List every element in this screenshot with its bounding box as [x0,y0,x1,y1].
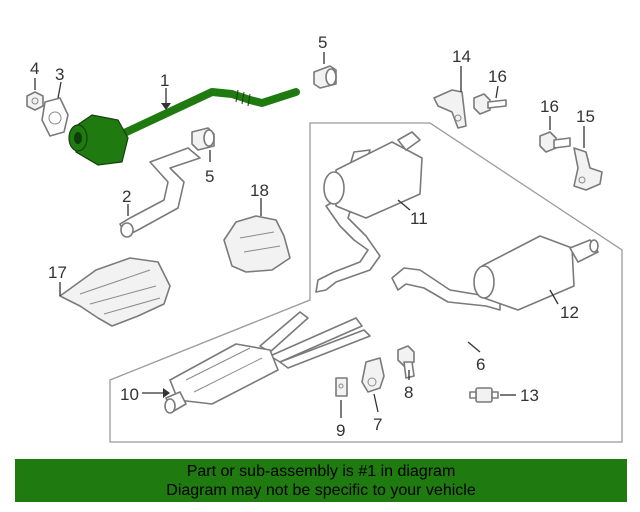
assembly-6-boundary [109,122,623,443]
gasket-part-3[interactable] [41,97,69,137]
bolt-head [473,93,491,115]
leader-12 [549,289,559,305]
bolt-part-16-upper[interactable] [473,93,507,115]
hanger-part-7[interactable] [361,357,385,393]
nut-part-4[interactable] [26,91,44,111]
leader-16-upper [495,85,499,99]
clamp-part-5-lower[interactable] [191,127,215,151]
resonator-outlet-end [164,398,176,414]
heat-shield-shape [223,215,291,273]
bracket-hole [338,383,344,389]
leader-11 [397,199,411,211]
resonator-ribs [185,347,263,393]
heat-shield-ribs [239,231,281,253]
bracket-part-14[interactable] [433,89,467,129]
callout-1[interactable]: 1 [160,71,169,90]
nut-hole [31,97,39,105]
leader-10-arrow [163,388,170,398]
flex-joint-bellows [235,89,251,107]
rear-muffler-part-12[interactable] [391,235,599,311]
callout-2[interactable]: 2 [122,187,131,206]
bracket-shape [335,377,348,397]
clamp-opening [203,129,215,147]
banner-line-2: Diagram may not be specific to your vehi… [166,481,476,499]
heat-shield-ribs [79,269,161,315]
callout-9[interactable]: 9 [336,421,345,440]
gasket-shape [41,97,69,137]
isolator-body [475,387,493,403]
bolt-shank [553,137,571,149]
resonator-inlet-pipe-c [279,329,371,369]
heat-shield-part-18[interactable] [223,215,291,273]
callout-12[interactable]: 12 [560,303,579,322]
callout-13[interactable]: 13 [520,386,539,405]
catalytic-converter-pipe [116,88,300,139]
rear-muffler-inlet-pipe [391,267,501,311]
bolt-part-8[interactable] [397,345,415,379]
callout-18[interactable]: 18 [250,181,269,200]
hanger-hole [367,377,377,387]
front-pipe-end [120,222,134,238]
center-muffler-inlet-pipe [315,149,381,293]
bracket-hole [454,114,462,122]
bracket-part-9[interactable] [335,377,348,397]
heat-shield-shape [59,257,171,327]
rear-muffler-inlet-end [473,265,495,299]
callout-5-lower[interactable]: 5 [205,167,214,186]
callout-15[interactable]: 15 [576,107,595,126]
callout-10[interactable]: 10 [120,385,139,404]
hanger-bracket-part-15[interactable] [573,147,603,191]
bolt-part-16-lower[interactable] [539,131,571,153]
isolator-part-13[interactable] [469,387,499,403]
callout-5-top[interactable]: 5 [318,33,327,52]
leader-6 [467,341,481,353]
callout-7[interactable]: 7 [373,415,382,434]
front-pipe-shape [119,147,201,237]
bolt-shank [487,99,507,109]
banner-line-1: Part or sub-assembly is #1 in diagram [186,462,456,480]
isolator-studs [469,391,499,399]
callout-14[interactable]: 14 [452,47,471,66]
clamp-part-5-top[interactable] [313,65,337,89]
gasket-hole [48,111,62,125]
callout-16-lower[interactable]: 16 [540,97,559,116]
catalytic-converter-body [72,114,129,166]
center-muffler-inlet-end [323,171,345,205]
rear-muffler-tailpipe-end [589,239,599,253]
resonator-body [169,343,279,405]
leader-3 [57,81,62,99]
heat-shield-part-17[interactable] [59,257,171,327]
leader-lines [34,52,585,418]
bolt-head [397,345,415,367]
resonator-pipe-part-10[interactable] [164,311,371,414]
callout-6[interactable]: 6 [476,355,485,374]
hanger-bracket-hole [578,176,586,184]
callout-11[interactable]: 11 [410,209,428,228]
hanger-shape [361,357,385,393]
callout-4[interactable]: 4 [30,59,39,78]
bracket-shape [433,89,467,129]
center-muffler-outlet [397,131,421,151]
hanger-bracket-shape [573,147,603,191]
center-muffler-body [335,141,423,219]
callout-16-upper[interactable]: 16 [488,67,507,86]
callout-8[interactable]: 8 [404,383,413,402]
resonator-inlet-pipe-b [269,317,363,363]
clamp-opening [325,68,337,86]
rear-muffler-body [481,235,575,311]
catalytic-converter-outlet [74,132,82,144]
leader-7 [373,393,379,413]
disclaimer-banner: Part or sub-assembly is #1 in diagram Di… [15,459,627,502]
center-muffler-part-11[interactable] [315,131,423,293]
catalytic-converter-part-1[interactable] [68,88,300,166]
nut-shape [26,91,44,111]
leader-1-arrow [161,103,171,110]
callout-17[interactable]: 17 [48,263,67,282]
front-pipe-part-2[interactable] [119,147,201,238]
callout-numbers: 1 4 3 5 5 2 18 17 14 16 16 15 11 12 10 9… [30,33,595,440]
callout-3[interactable]: 3 [55,65,64,84]
